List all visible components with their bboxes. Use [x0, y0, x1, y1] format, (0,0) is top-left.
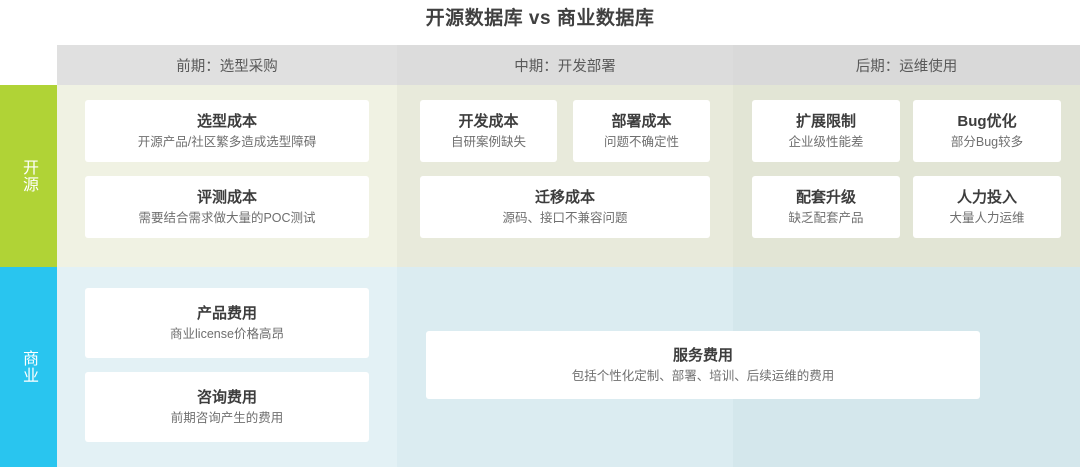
card-consulting-fee: 咨询费用 前期咨询产生的费用 [85, 372, 369, 442]
card-desc: 需要结合需求做大量的POC测试 [138, 211, 316, 225]
card-service-fee: 服务费用 包括个性化定制、部署、培训、后续运维的费用 [426, 331, 980, 399]
card-title: 扩展限制 [795, 113, 856, 130]
card-title: 选型成本 [196, 113, 257, 130]
card-title: 服务费用 [672, 347, 733, 364]
card-desc: 部分Bug较多 [950, 135, 1024, 149]
card-desc: 源码、接口不兼容问题 [502, 211, 628, 225]
card-desc: 包括个性化定制、部署、培训、后续运维的费用 [571, 369, 835, 383]
row-label-open-source: 开源 [0, 85, 57, 267]
phase-header-early: 前期：选型采购 [57, 45, 397, 85]
cell-commercial-early: 产品费用 商业license价格高昂 咨询费用 前期咨询产生的费用 [57, 267, 397, 467]
card-desc: 商业license价格高昂 [170, 327, 284, 341]
card-product-fee: 产品费用 商业license价格高昂 [85, 288, 369, 358]
phase-header-early-label: 前期：选型采购 [176, 58, 278, 75]
card-desc: 自研案例缺失 [450, 135, 526, 149]
phase-header-middle: 中期：开发部署 [397, 45, 733, 85]
card-title: 开发成本 [458, 113, 519, 130]
card-selection-cost: 选型成本 开源产品/社区繁多造成选型障碍 [85, 100, 369, 162]
card-deployment-cost: 部署成本 问题不确定性 [573, 100, 710, 162]
card-desc: 大量人力运维 [949, 211, 1025, 225]
phase-header-late: 后期：运维使用 [733, 45, 1080, 85]
cell-open-source-late: 扩展限制 企业级性能差 Bug优化 部分Bug较多 配套升级 缺乏配套产品 人力… [733, 85, 1080, 267]
card-manpower-investment: 人力投入 大量人力运维 [913, 176, 1061, 238]
card-title: 迁移成本 [534, 189, 595, 206]
card-desc: 开源产品/社区繁多造成选型障碍 [137, 135, 317, 149]
card-ecosystem-upgrade: 配套升级 缺乏配套产品 [752, 176, 900, 238]
card-title: 产品费用 [196, 305, 257, 322]
row-open-source: 选型成本 开源产品/社区繁多造成选型障碍 评测成本 需要结合需求做大量的POC测… [57, 85, 1080, 267]
card-desc: 前期咨询产生的费用 [170, 411, 284, 425]
card-bug-optimization: Bug优化 部分Bug较多 [913, 100, 1061, 162]
phase-header-late-label: 后期：运维使用 [855, 58, 958, 75]
page-title: 开源数据库 vs 商业数据库 [425, 8, 655, 29]
card-desc: 企业级性能差 [788, 135, 864, 149]
card-title: 评测成本 [196, 189, 257, 206]
card-title: 人力投入 [956, 189, 1017, 206]
card-title: 部署成本 [611, 113, 672, 130]
row-label-commercial: 商业 [0, 267, 57, 467]
card-desc: 问题不确定性 [603, 135, 679, 149]
cell-open-source-early: 选型成本 开源产品/社区繁多造成选型障碍 评测成本 需要结合需求做大量的POC测… [57, 85, 397, 267]
phase-header-middle-label: 中期：开发部署 [514, 58, 616, 75]
card-title: 咨询费用 [196, 389, 257, 406]
row-label-open-source-text: 开源 [20, 159, 37, 193]
card-evaluation-cost: 评测成本 需要结合需求做大量的POC测试 [85, 176, 369, 238]
phase-header-row: 前期：选型采购 中期：开发部署 后期：运维使用 [57, 45, 1080, 85]
cell-open-source-middle: 开发成本 自研案例缺失 部署成本 问题不确定性 迁移成本 源码、接口不兼容问题 [397, 85, 733, 267]
card-title: Bug优化 [957, 113, 1017, 130]
card-migration-cost: 迁移成本 源码、接口不兼容问题 [420, 176, 710, 238]
card-development-cost: 开发成本 自研案例缺失 [420, 100, 557, 162]
card-desc: 缺乏配套产品 [788, 211, 864, 225]
row-label-commercial-text: 商业 [20, 350, 37, 384]
card-scaling-limitation: 扩展限制 企业级性能差 [752, 100, 900, 162]
card-title: 配套升级 [795, 189, 856, 206]
